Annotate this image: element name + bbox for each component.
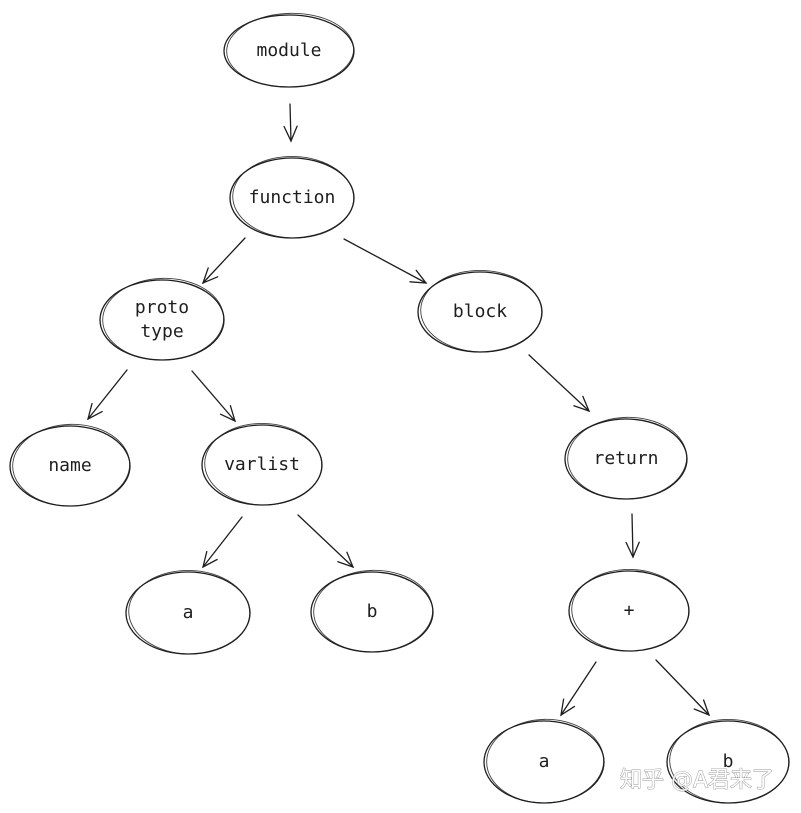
edge-varlist-b1 [297, 514, 355, 569]
edge-line [202, 237, 246, 284]
node-label: name [48, 455, 91, 476]
node-label: return [593, 448, 658, 469]
node-label: module [256, 40, 321, 61]
node-ellipse-sketch [128, 569, 251, 655]
node-ellipse-sketch [204, 422, 323, 506]
edge-line [343, 238, 427, 284]
arrowhead [283, 125, 298, 143]
node-ellipse-sketch [12, 423, 131, 507]
edge-return-plus [625, 513, 640, 559]
node-label: + [624, 600, 635, 621]
edge-prototype-varlist [191, 370, 237, 423]
node-ellipse-sketch [232, 155, 355, 239]
edge-prototype-name [87, 369, 128, 421]
node-ellipse-sketch [226, 12, 355, 88]
edge-module-function [283, 103, 298, 143]
node-prototype: proto type [99, 277, 225, 361]
arrowhead [409, 269, 428, 284]
node-ellipse-sketch [567, 416, 688, 500]
arrowhead [693, 699, 711, 717]
edge-line [631, 513, 634, 558]
node-b1: b [310, 569, 434, 653]
arrowhead [573, 395, 591, 413]
node-ellipse-sketch [669, 718, 790, 804]
node-label: a [183, 602, 194, 623]
edge-line [528, 354, 590, 412]
node-ellipse-sketch [486, 718, 605, 804]
edge-block-return [528, 354, 591, 413]
node-label: a [539, 751, 550, 772]
node-varlist: varlist [201, 422, 323, 506]
edge-line [191, 370, 236, 422]
nodes: module function proto type block name varlist r… [9, 12, 790, 804]
node-label: b [367, 601, 378, 622]
node-ellipse-sketch [571, 568, 690, 652]
node-block: block [417, 269, 543, 353]
arrowhead [560, 698, 576, 717]
edge-plus-b2 [655, 659, 711, 717]
node-ellipse-sketch [102, 277, 225, 361]
node-b2: b [666, 718, 790, 804]
node-a1: a [125, 569, 251, 655]
node-label: function [249, 187, 336, 208]
edge-line [87, 369, 128, 420]
arrowhead [625, 541, 640, 559]
edges [87, 103, 711, 717]
node-ellipse-sketch [313, 569, 434, 653]
edge-line [560, 661, 597, 716]
node-label: varlist [224, 454, 300, 475]
edge-line [655, 659, 710, 716]
arrowhead [219, 405, 237, 423]
node-label: proto [135, 297, 189, 318]
node-ellipse-sketch [420, 269, 543, 353]
arrowhead [87, 402, 103, 421]
edge-line [289, 103, 292, 142]
edge-line [202, 516, 243, 568]
watermark: 知乎 @A君来了 [620, 768, 774, 793]
edge-function-prototype [201, 237, 246, 285]
node-label: block [453, 301, 507, 322]
arrowhead [201, 267, 219, 285]
node-name: name [9, 423, 131, 507]
node-label: type [140, 321, 183, 342]
edge-line [297, 514, 354, 568]
node-function: function [229, 155, 355, 239]
arrowhead [337, 551, 355, 569]
node-return: return [564, 416, 688, 500]
edge-varlist-a1 [202, 516, 243, 569]
arrowhead [202, 550, 218, 569]
node-label: b [723, 751, 734, 772]
node-module: module [223, 12, 355, 88]
edge-function-block [343, 238, 428, 284]
node-plus: + [568, 568, 690, 652]
edge-plus-a2 [560, 661, 597, 717]
node-a2: a [483, 718, 605, 804]
